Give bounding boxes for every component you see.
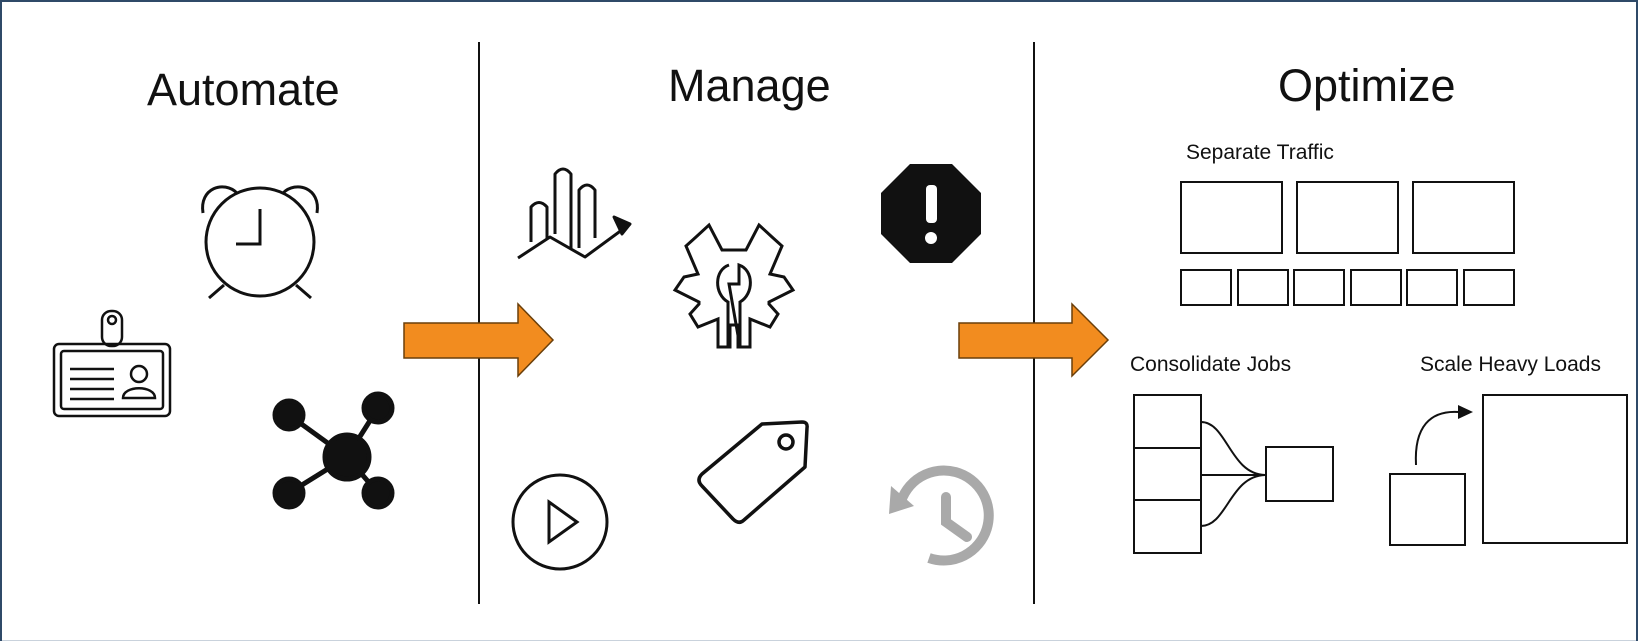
automate-heading: Automate [147, 64, 340, 115]
arrow-manage-to-optimize [958, 302, 1110, 378]
play-circle-icon [511, 473, 609, 571]
consolidate-jobs-label: Consolidate Jobs [1130, 353, 1292, 376]
tag-icon [697, 420, 809, 524]
job-box [1133, 499, 1202, 554]
optimize-heading: Optimize [1278, 60, 1456, 111]
traffic-small-box [1293, 269, 1345, 306]
alarm-clock-icon [201, 185, 319, 300]
consolidate-jobs-diagram [1133, 394, 1334, 554]
separate-traffic-label: Separate Traffic [1186, 141, 1334, 164]
traffic-large-box [1296, 181, 1399, 254]
job-box [1133, 394, 1202, 449]
small-load-box [1389, 473, 1466, 546]
traffic-large-box [1412, 181, 1515, 254]
arrow-automate-to-manage [403, 302, 555, 378]
separate-traffic-diagram [1180, 181, 1515, 306]
scale-heavy-loads-label: Scale Heavy Loads [1420, 353, 1601, 376]
manage-heading: Manage [668, 60, 831, 111]
analytics-chart-icon [517, 167, 632, 260]
traffic-small-box [1350, 269, 1402, 306]
large-load-box [1482, 394, 1628, 544]
scale-heavy-loads-diagram [1389, 394, 1628, 546]
traffic-small-box [1463, 269, 1515, 306]
history-icon [889, 465, 994, 566]
gear-wrench-icon [672, 222, 796, 349]
consolidated-box [1265, 446, 1334, 502]
id-badge-icon [52, 309, 172, 418]
traffic-large-box [1180, 181, 1283, 254]
traffic-small-box [1406, 269, 1458, 306]
alert-octagon-icon [881, 164, 981, 263]
traffic-small-box [1237, 269, 1289, 306]
job-box [1133, 447, 1202, 501]
traffic-small-box [1180, 269, 1232, 306]
network-hub-icon [272, 391, 395, 510]
